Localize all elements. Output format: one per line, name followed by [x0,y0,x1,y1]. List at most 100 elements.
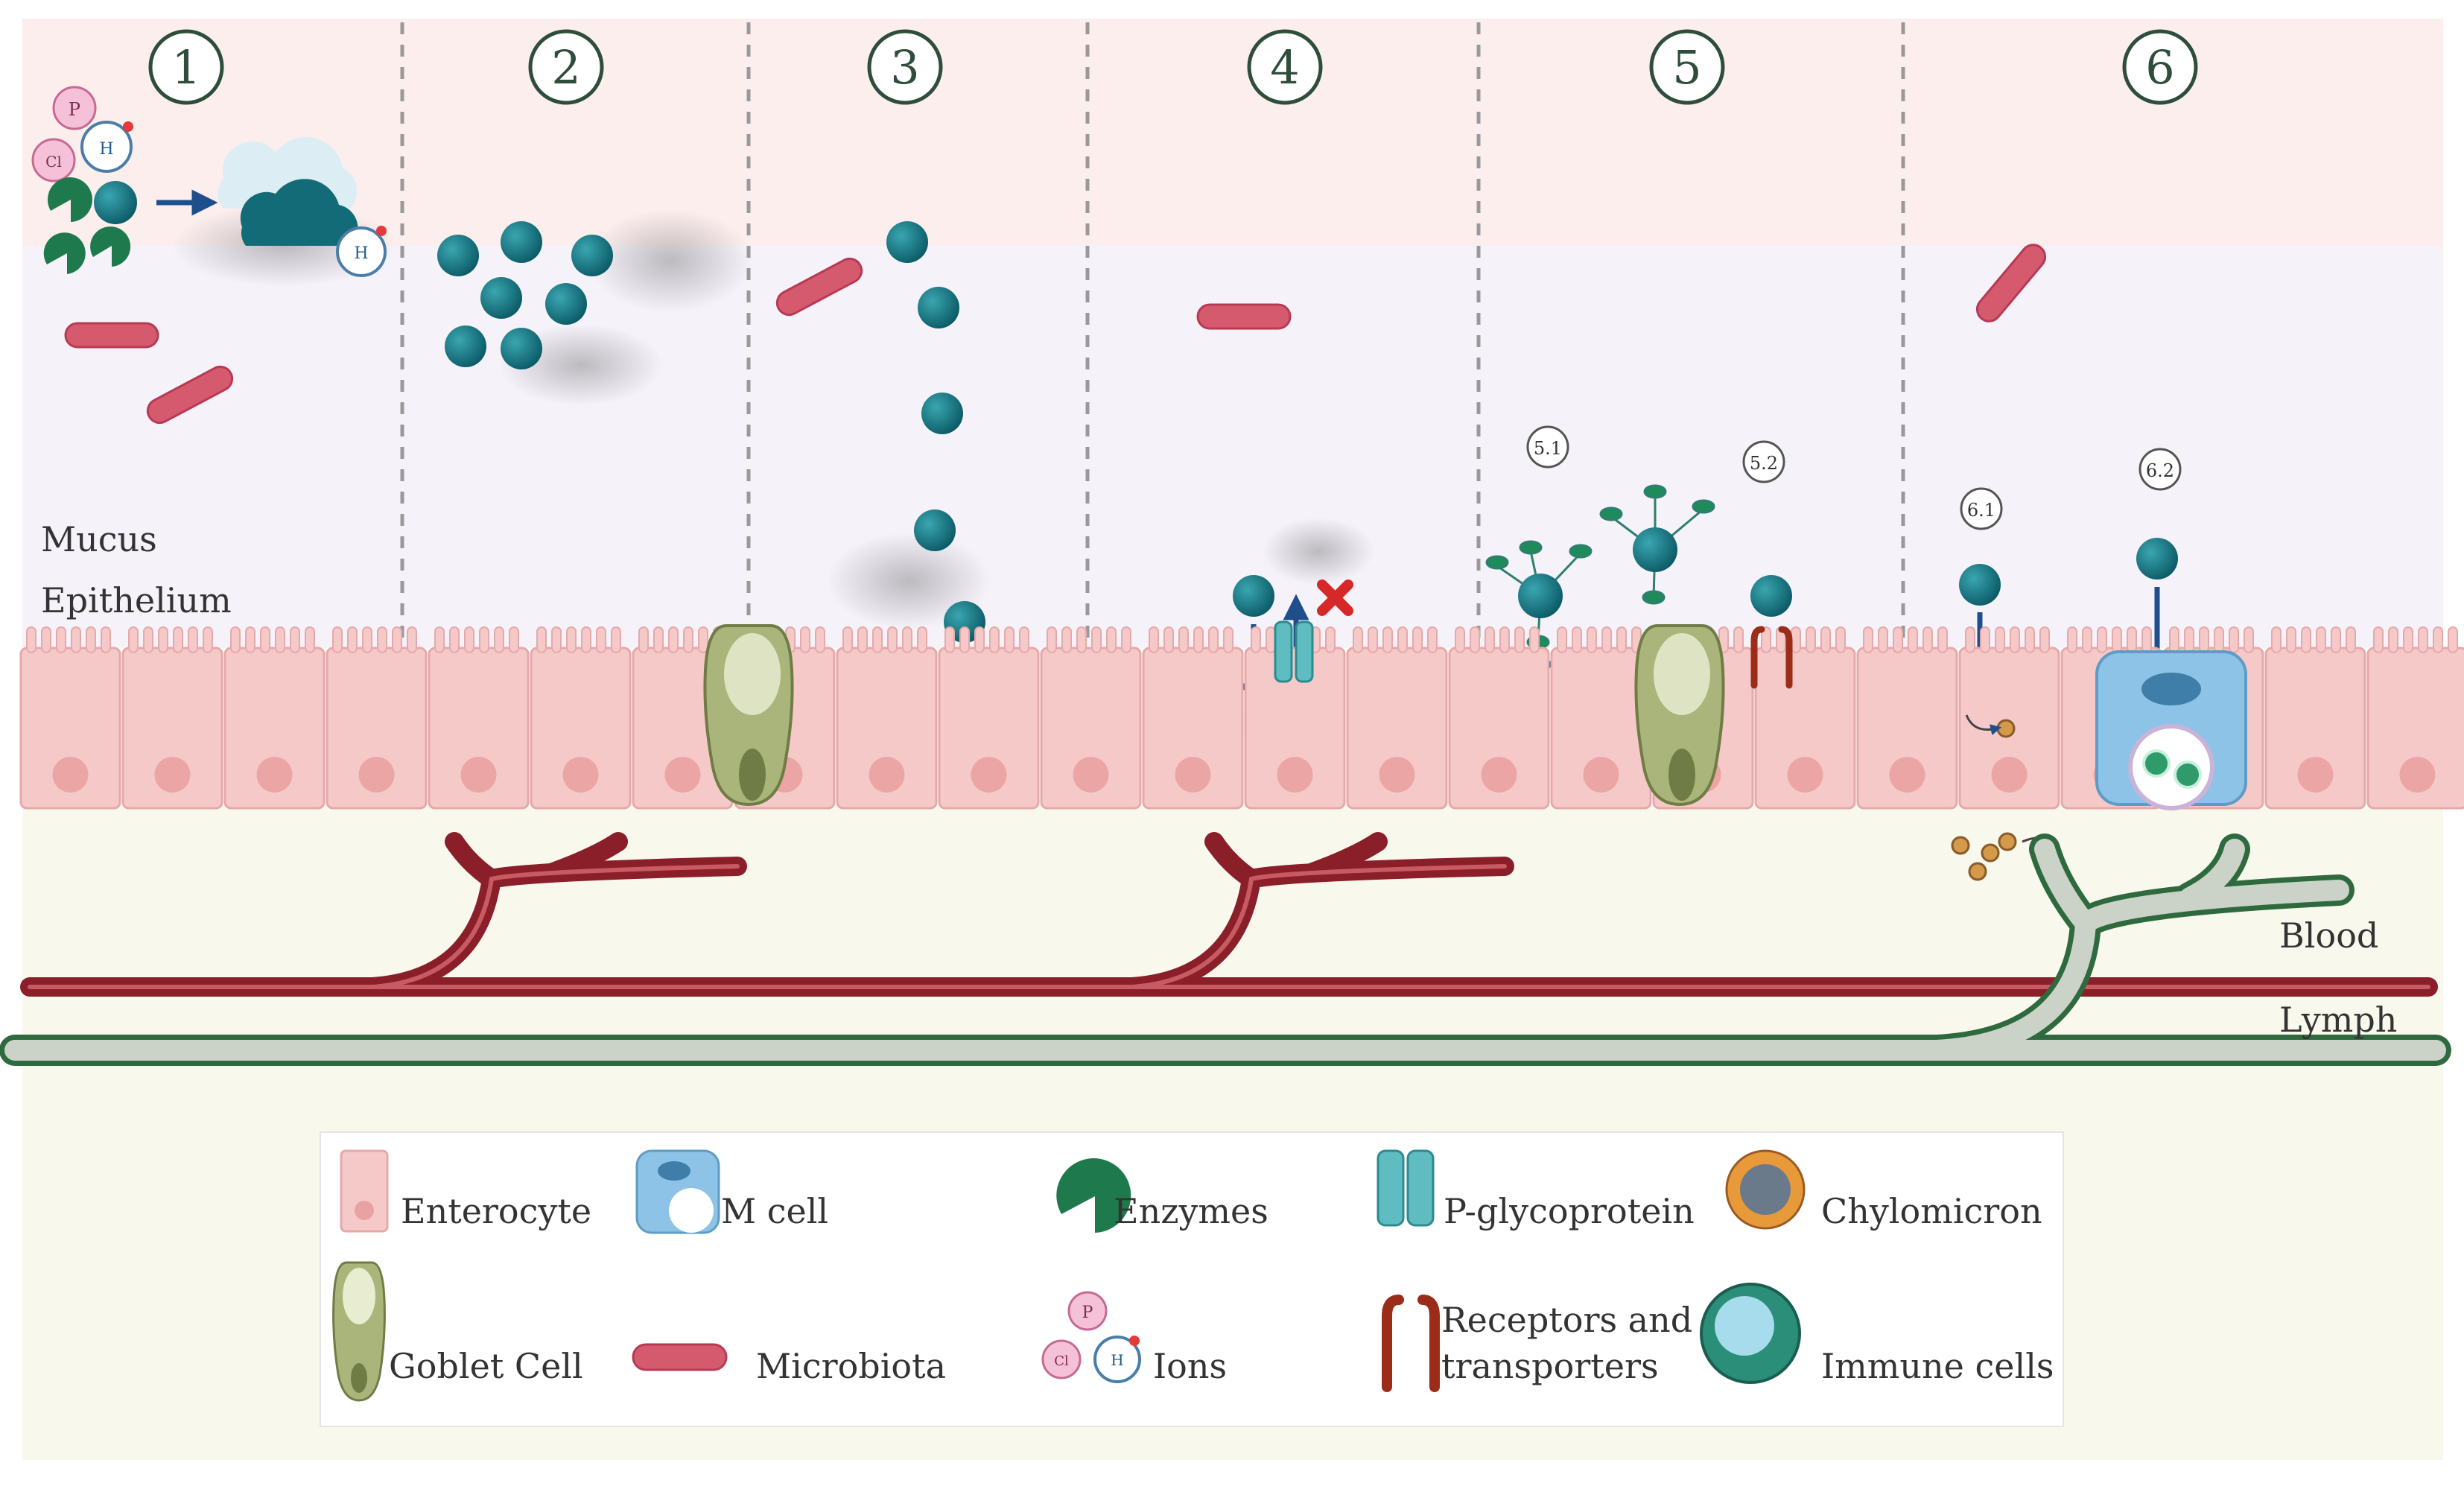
svg-text:transporters: transporters [1441,1346,1659,1386]
microvillus [392,626,402,653]
microvillus [1076,626,1087,653]
svg-text:Cl: Cl [1054,1353,1069,1369]
svg-text:4: 4 [1270,40,1299,95]
legend-receptors: Receptors and transporters [1382,1295,1692,1392]
lymph-vessel [0,834,2451,1066]
microvillus [275,626,285,653]
enterocyte-nucleus [154,757,191,793]
enterocyte-cell [1040,647,1142,810]
microvillus [872,626,883,653]
enterocyte-cell [19,647,121,810]
microvillus [566,626,577,653]
stage5-receptor-particle [1750,575,1792,617]
enterocyte-nucleus [1175,757,1211,793]
microvillus [188,626,198,653]
microvillus [1514,626,1525,653]
microvillus [1937,626,1948,653]
enterocyte-nucleus [1073,757,1109,793]
microvillus [536,626,547,653]
microvillus [1223,626,1233,653]
microvillus [2346,626,2356,653]
microvillus [2025,626,2035,653]
stage-number-4: 4 [1247,29,1323,105]
microvillus [1587,626,1597,653]
enterocyte-nucleus [460,757,497,793]
microvillus [2141,626,2152,653]
sub-label-6-1: 6.1 [1960,487,2003,530]
svg-text:6.2: 6.2 [2146,460,2174,481]
microvillus [1922,626,1933,653]
enterocyte-nucleus [971,757,1007,793]
enterocyte-cell [223,647,326,810]
microvillus [1047,626,1057,653]
microvillus [2039,626,2050,653]
microvillus [1121,626,1131,653]
label-epithelium: Epithelium [41,580,232,620]
microvillus [434,626,445,653]
microvillus [1019,626,1029,653]
legend: Enterocyte M cell Enzymes P-glycoprotein… [320,1131,2064,1427]
microvillus [1529,626,1540,653]
sub-label-5-2: 5.2 [1742,440,1785,483]
legend-microbiota: Microbiota [632,1343,946,1386]
enterocyte-cell [1346,647,1448,810]
enterocyte-cell [2366,647,2464,810]
enterocyte-nucleus [358,757,395,793]
microvillus [2199,626,2209,653]
microvillus [1499,626,1510,653]
enterocyte-cell [836,647,938,810]
microvillus [698,626,708,653]
svg-text:Receptors and: Receptors and [1441,1300,1692,1340]
microvillus [1061,626,1072,653]
microvillus [1397,626,1408,653]
microvillus [1106,626,1117,653]
enterocyte-nucleus [1991,757,2028,793]
svg-text:H: H [354,244,368,263]
microvillus [2316,626,2326,653]
enterocyte-nucleus [1583,757,1619,793]
enterocyte-cell [428,647,530,810]
microvillus [1980,626,1990,653]
microvillus [611,626,621,653]
enterocyte-nucleus [562,757,599,793]
microvillus [1572,626,1582,653]
microvillus [1178,626,1189,653]
microvillus [158,626,168,653]
enterocyte-cell [2264,647,2366,810]
microvillus [2403,626,2413,653]
microvillus [1908,626,1918,653]
microvillus [2010,626,2020,653]
svg-text:5: 5 [1672,40,1701,95]
microvillus [1878,626,1888,653]
stage1-enzymes [43,177,131,274]
microvillus [1557,626,1567,653]
microvillus [377,626,387,653]
microvillus [2229,626,2239,653]
enterocyte-nucleus [2297,757,2334,793]
microvillus [1863,626,1873,653]
microvillus [581,626,591,653]
enterocyte-nucleus [1277,757,1313,793]
microvillus [1091,626,1102,653]
microvillus [596,626,606,653]
microvillus [857,626,868,653]
microvillus [1470,626,1480,653]
sub-label-6-2: 6.2 [2138,448,2182,491]
svg-text:5.2: 5.2 [1750,453,1778,474]
legend-mcell: M cell [635,1149,828,1234]
enterocyte-nucleus [1787,757,1823,793]
microvillus [1193,626,1204,653]
svg-text:Microbiota: Microbiota [756,1346,946,1386]
microvillus [290,626,300,653]
legend-enterocyte: Enterocyte [340,1149,591,1233]
microvillus [1382,626,1393,653]
microvillus [56,626,66,653]
microvillus [989,626,1000,653]
label-mucus: Mucus [41,519,157,559]
stage6-particle-2 [2136,538,2178,580]
epithelium-layer [19,626,2464,810]
microvillus [1412,626,1423,653]
microvillus [2214,626,2224,653]
stage-number-5: 5 [1649,29,1725,105]
